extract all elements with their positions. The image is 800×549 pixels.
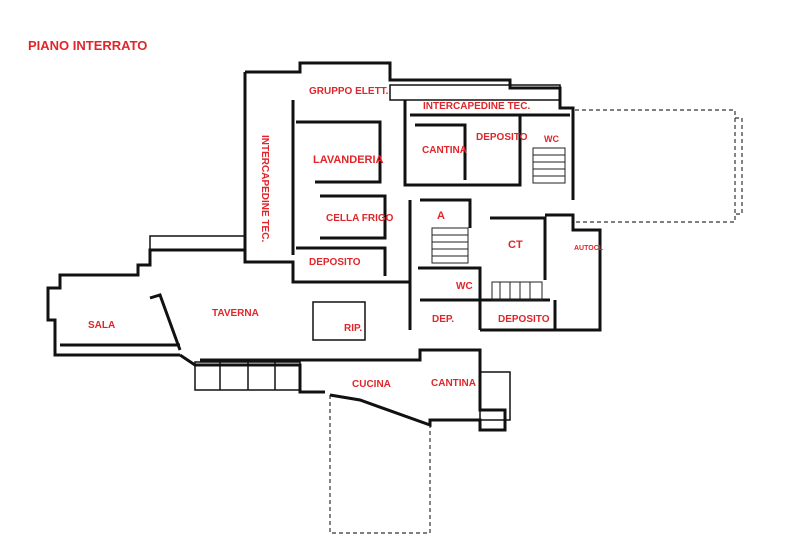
label-cantina-top: CANTINA bbox=[422, 145, 467, 156]
label-ct: CT bbox=[508, 239, 523, 251]
room-labels: GRUPPO ELETT. INTERCAPEDINE TEC. INTERCA… bbox=[88, 86, 604, 390]
label-cantina-bottom: CANTINA bbox=[431, 378, 476, 389]
label-intercapedine-top: INTERCAPEDINE TEC. bbox=[423, 101, 530, 112]
stairs-top bbox=[532, 147, 566, 184]
label-cucina: CUCINA bbox=[352, 379, 391, 390]
dashed-outline-right bbox=[575, 109, 743, 223]
window-marks bbox=[149, 84, 561, 421]
label-wc-top: WC bbox=[544, 134, 559, 144]
dashed-outline-bottom bbox=[329, 395, 431, 534]
plan-title: PIANO INTERRATO bbox=[28, 38, 148, 53]
label-dep: DEP. bbox=[432, 314, 454, 325]
stairs-center bbox=[431, 227, 469, 264]
stairs-right bbox=[491, 281, 543, 301]
label-rip: RIP. bbox=[344, 323, 362, 334]
label-wc-mid: WC bbox=[456, 281, 473, 292]
label-cella-frigo: CELLA FRIGO bbox=[326, 213, 394, 224]
label-deposito-right: DEPOSITO bbox=[498, 314, 550, 325]
label-lavanderia: LAVANDERIA bbox=[313, 154, 384, 166]
building-walls bbox=[46, 61, 602, 432]
label-autocl: AUTOCL bbox=[574, 245, 604, 252]
label-gruppo-elett: GRUPPO ELETT. bbox=[309, 86, 389, 97]
label-intercapedine-left: INTERCAPEDINE TEC. bbox=[259, 135, 270, 242]
label-taverna: TAVERNA bbox=[212, 308, 259, 319]
label-sala: SALA bbox=[88, 320, 115, 331]
label-a: A bbox=[437, 210, 445, 222]
label-deposito-top: DEPOSITO bbox=[476, 132, 528, 143]
label-deposito-mid: DEPOSITO bbox=[309, 257, 361, 268]
